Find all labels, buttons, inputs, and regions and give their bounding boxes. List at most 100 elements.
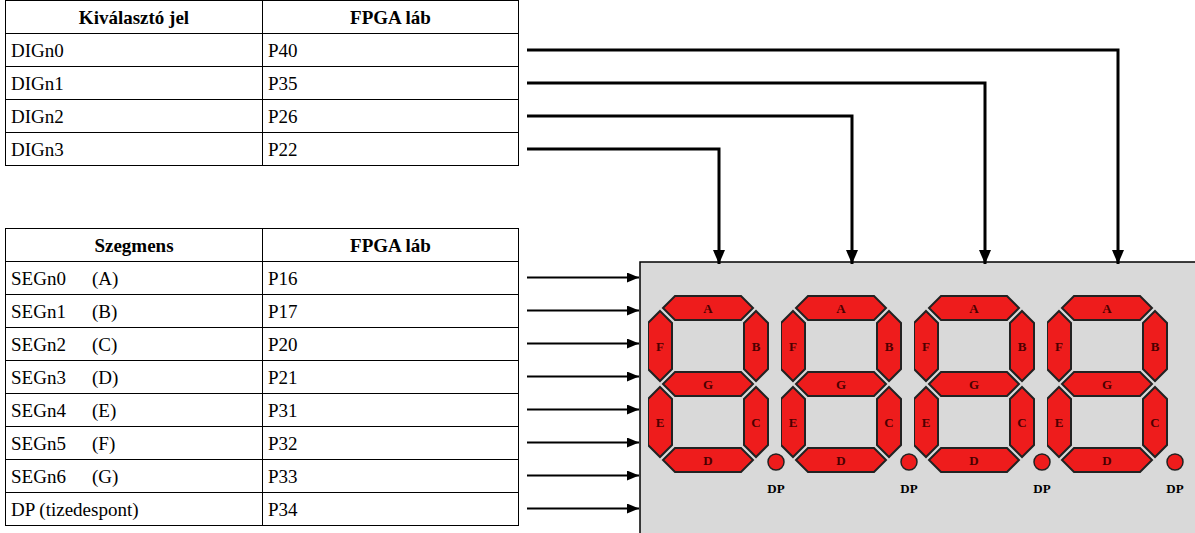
fpga-pin: P16: [268, 269, 298, 288]
signal-name: DIGn1: [11, 74, 64, 93]
segment-letter: A: [969, 302, 978, 315]
segment: [1062, 448, 1152, 472]
signal-name: SEGn6: [11, 467, 66, 486]
digit-select-wire: [527, 149, 719, 264]
signal-cell: SEGn2 (C): [6, 328, 263, 360]
segment-wire: [527, 409, 639, 411]
pin-cell: P40: [263, 34, 518, 66]
table-header: Kiválasztó jel: [79, 8, 189, 27]
pin-cell: P16: [263, 262, 518, 294]
pin-cell: P17: [263, 295, 518, 327]
segment: [929, 372, 1019, 396]
table-row: DP (tizedespont) P34: [5, 492, 519, 526]
segment: [914, 387, 938, 457]
decimal-point: [768, 454, 784, 470]
segment-letter: (C): [92, 335, 117, 354]
segment: [914, 311, 938, 381]
segment-letter: C: [1150, 416, 1159, 429]
segment-letter: B: [885, 340, 894, 353]
signal-cell: SEGn0 (A): [6, 262, 263, 294]
fpga-pin: P35: [268, 74, 298, 93]
segment-letter: A: [1102, 302, 1111, 315]
fpga-pin: P32: [268, 434, 298, 453]
segment-wire: [527, 376, 639, 378]
segment-letter: D: [703, 454, 712, 467]
table-header-cell: Kiválasztó jel: [5, 0, 263, 34]
table-row: SEGn2 (C) P20: [5, 327, 519, 361]
segment-wire: [527, 343, 639, 345]
pin-cell: P32: [263, 427, 518, 459]
segment: [1143, 387, 1167, 457]
segment-letter: B: [1018, 340, 1027, 353]
signal-name: SEGn2: [11, 335, 66, 354]
signal-name: DIGn0: [11, 41, 64, 60]
segment-letter: A: [836, 302, 845, 315]
fpga-pin: P22: [268, 140, 298, 159]
segment: [1010, 311, 1034, 381]
segment-letter: D: [836, 454, 845, 467]
segment: [929, 448, 1019, 472]
signal-name: SEGn0: [11, 269, 66, 288]
decimal-point: [901, 454, 917, 470]
signal-cell: SEGn6 (G): [6, 460, 263, 492]
segment-wire: [527, 475, 639, 477]
segment-letter: F: [922, 340, 930, 353]
segment: [796, 448, 886, 472]
segment-letter: E: [656, 416, 665, 429]
segment: [1143, 311, 1167, 381]
segment-letter: C: [884, 416, 893, 429]
segment: [648, 311, 672, 381]
segment-letter: D: [1102, 454, 1111, 467]
decimal-point-label: DP: [900, 482, 917, 495]
pin-cell: P26: [263, 100, 518, 132]
segment-letter: G: [836, 378, 846, 391]
table-header-cell: FPGA láb: [262, 0, 519, 34]
fpga-pin: P26: [268, 107, 298, 126]
segment-letter: B: [752, 340, 761, 353]
signal-name: DP (tizedespont): [11, 500, 139, 519]
fpga-pin: P20: [268, 335, 298, 354]
signal-cell: SEGn3(D): [6, 361, 263, 393]
fpga-pin: P40: [268, 41, 298, 60]
signal-cell: DP (tizedespont): [6, 493, 263, 525]
table-row: DIGn3P22: [5, 132, 519, 166]
table-row: SEGn1(B)P17: [5, 294, 519, 328]
segment-letter: (A): [92, 269, 118, 288]
pin-cell: P33: [263, 460, 518, 492]
seven-segment-digit: AFBGECDDP: [1047, 264, 1189, 526]
segment-letter: B: [1151, 340, 1160, 353]
signal-cell: DIGn0: [6, 34, 263, 66]
table-row: SEGn4(E)P31: [5, 393, 519, 427]
segment: [929, 296, 1019, 320]
fpga-pin: P21: [268, 368, 298, 387]
segment-letter: A: [703, 302, 712, 315]
segment: [1010, 387, 1034, 457]
segment: [1047, 387, 1071, 457]
segment-letter: (G): [92, 467, 118, 486]
segment-wire: [527, 442, 639, 444]
table-row: SEGn0 (A) P16: [5, 261, 519, 295]
fpga-pin: P17: [268, 302, 298, 321]
segment-letter: F: [656, 340, 664, 353]
table-header: Szegmens: [94, 236, 173, 255]
table-header: FPGA láb: [350, 236, 431, 255]
fpga-pin: P31: [268, 401, 298, 420]
seven-segment-digit: AFBGECDDP: [648, 264, 790, 526]
segment: [663, 296, 753, 320]
segment-letter: (D): [92, 368, 118, 387]
segment-letter: C: [1017, 416, 1026, 429]
decimal-point: [1167, 454, 1183, 470]
segment: [877, 387, 901, 457]
segment: [1062, 296, 1152, 320]
segment-letter: E: [1055, 416, 1064, 429]
segment-letter: F: [789, 340, 797, 353]
segment-letter: (F): [92, 434, 115, 453]
table-header: FPGA láb: [350, 8, 431, 27]
signal-name: SEGn5: [11, 434, 66, 453]
decimal-point: [1034, 454, 1050, 470]
table-row: SEGn6 (G) P33: [5, 459, 519, 493]
signal-name: SEGn1: [11, 302, 66, 321]
pin-cell: P34: [263, 493, 518, 525]
seven-segment-digit: AFBGECDDP: [781, 264, 923, 526]
